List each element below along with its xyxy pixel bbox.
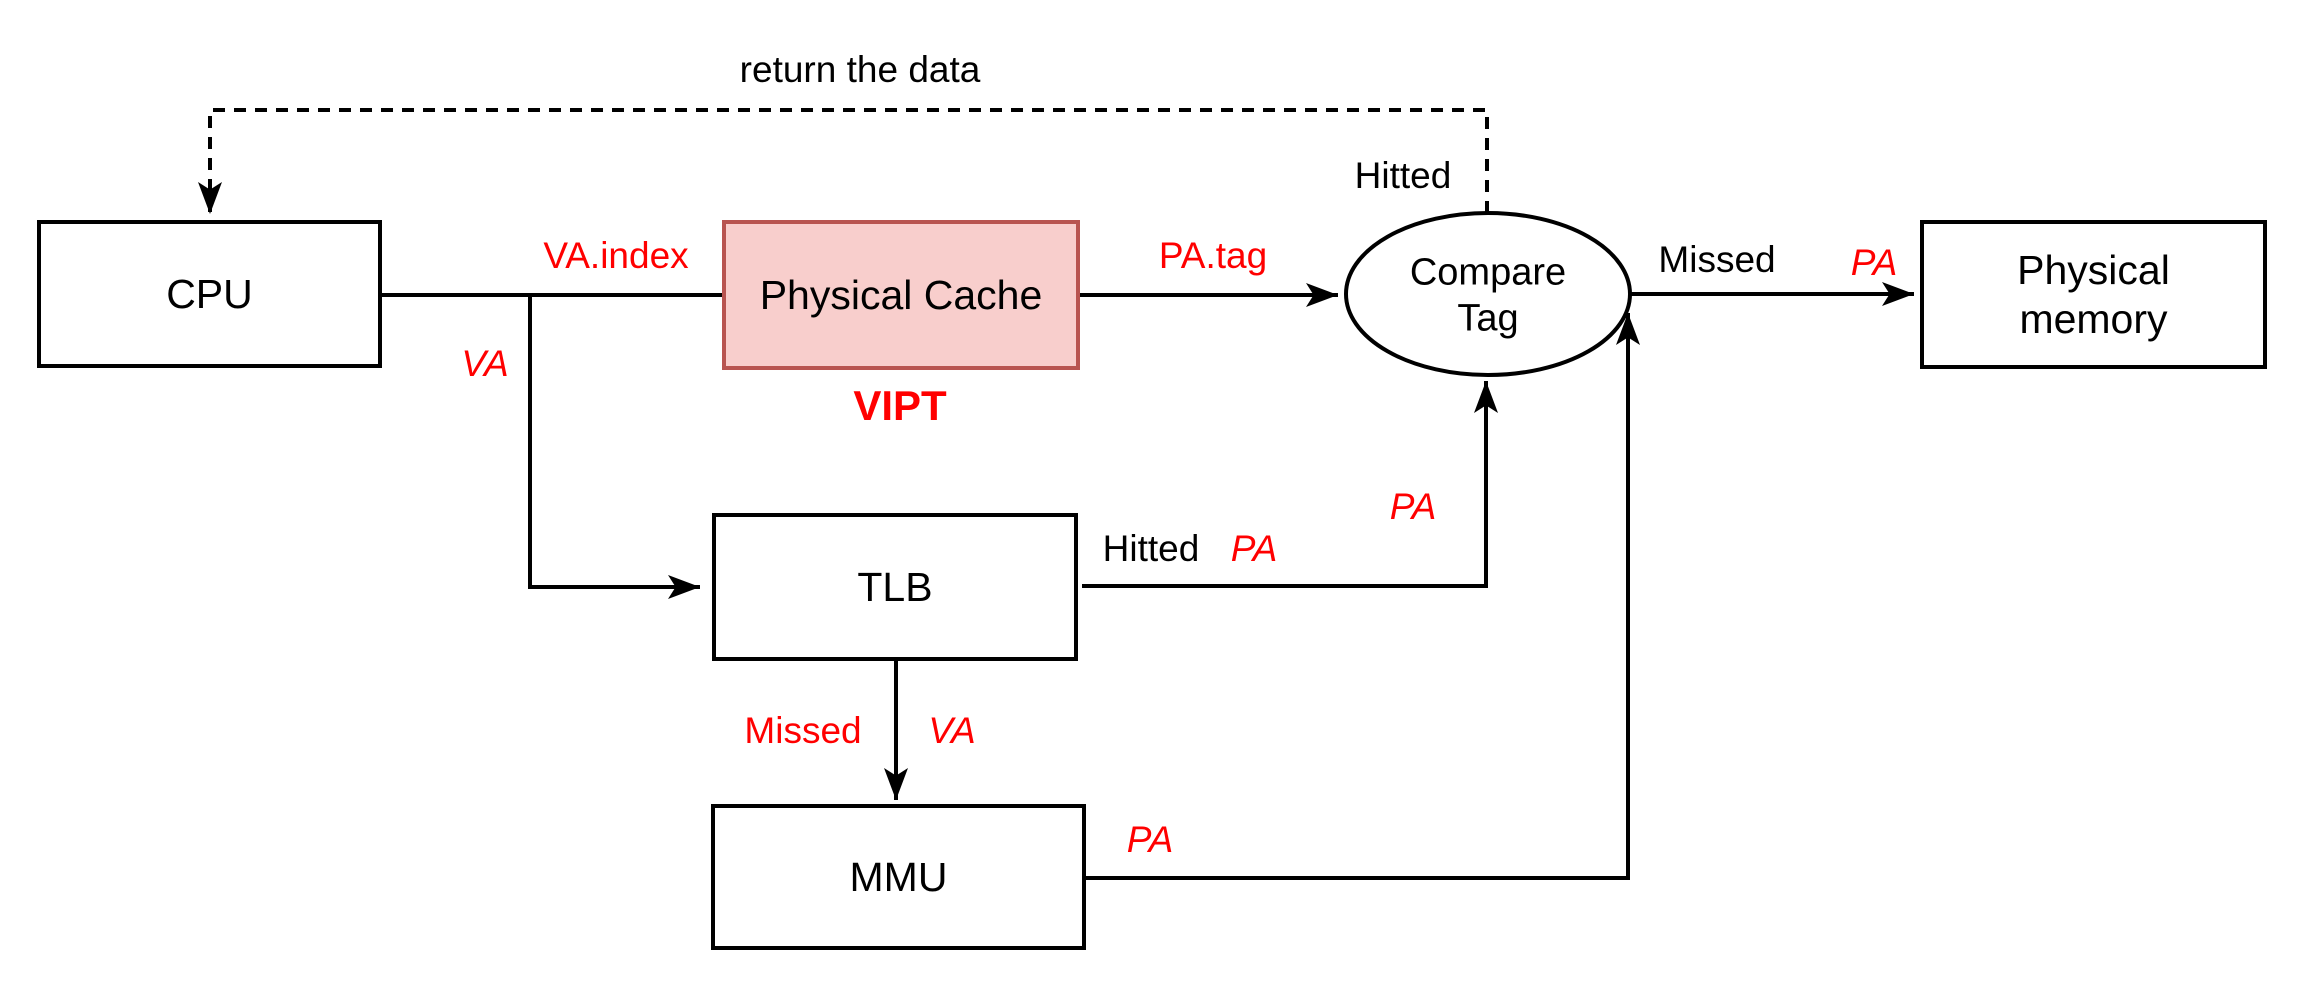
label-pa-to-memory: PA [1850,242,1898,283]
node-physical-memory-label: Physical memory [2017,247,2170,342]
edge-mmu-to-compare [1086,313,1640,880]
node-compare-tag-shape [1344,211,1632,377]
label-mmu-pa: PA [1126,819,1174,860]
edge-return-data-dashed [198,108,1489,214]
label-pa-tag: PA.tag [1158,235,1268,276]
edge-cpu-branch-to-tlb [528,295,700,599]
label-tlb-hitted: Hitted [1102,528,1200,569]
label-missed-cache: Missed [1658,239,1776,280]
label-va-to-mmu: VA [928,710,976,751]
label-return-the-data: return the data [739,49,981,90]
label-vipt: VIPT [853,382,947,429]
node-tlb: TLB [712,513,1078,661]
node-compare-tag-label: Compare Tag [1409,251,1567,339]
label-hitted-cache: Hitted [1354,155,1452,196]
edge-tlb-to-compare [1082,381,1498,588]
label-tlb-missed: Missed [744,710,862,751]
node-cpu-label: CPU [166,270,253,317]
node-physical-cache: Physical Cache [722,220,1080,370]
label-va: VA [461,343,509,384]
node-physical-cache-label: Physical Cache [759,271,1043,318]
node-mmu-label: MMU [849,853,948,900]
node-tlb-label: TLB [857,563,933,610]
node-mmu: MMU [711,804,1086,950]
label-pa-to-compare: PA [1389,486,1437,527]
label-tlb-hitted-pa: PA [1230,528,1278,569]
node-physical-memory: Physical memory [1920,220,2267,369]
label-va-index: VA.index [543,235,689,276]
node-cpu: CPU [37,220,382,368]
